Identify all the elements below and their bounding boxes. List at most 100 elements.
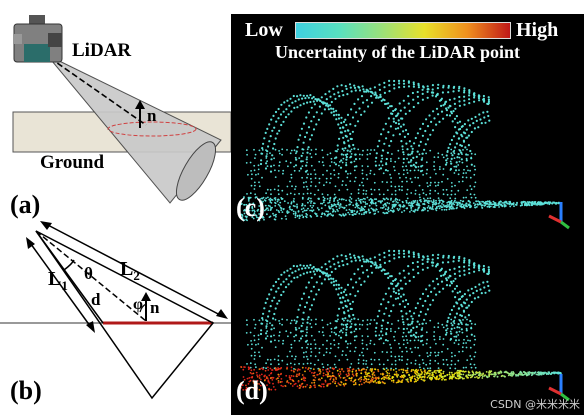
point <box>469 201 471 204</box>
point <box>445 154 448 157</box>
point <box>445 114 449 117</box>
point <box>296 205 298 208</box>
point <box>450 352 453 354</box>
point <box>375 156 378 159</box>
point <box>271 324 274 327</box>
point <box>348 208 351 211</box>
point <box>430 290 433 293</box>
point <box>320 271 324 274</box>
point <box>410 322 413 325</box>
point <box>469 374 472 377</box>
point <box>336 314 339 317</box>
point <box>435 199 437 202</box>
point <box>333 331 336 334</box>
point <box>295 322 297 325</box>
point <box>448 114 452 117</box>
point <box>335 376 337 379</box>
point <box>244 215 247 218</box>
point <box>395 201 398 203</box>
point <box>367 105 370 108</box>
point <box>338 164 340 167</box>
point <box>346 263 349 266</box>
point <box>380 133 383 136</box>
point <box>278 368 281 370</box>
point <box>411 261 414 265</box>
point <box>342 377 345 379</box>
point <box>306 318 309 321</box>
point <box>347 211 350 214</box>
phi-arc <box>139 303 147 313</box>
point <box>344 340 348 343</box>
point <box>402 327 405 331</box>
point <box>397 292 400 295</box>
point <box>487 284 490 288</box>
point <box>415 368 418 371</box>
point <box>292 212 295 215</box>
point <box>441 375 444 378</box>
point <box>296 146 299 149</box>
center-line <box>35 230 147 322</box>
point <box>412 369 415 371</box>
point <box>361 209 364 211</box>
point <box>425 161 428 164</box>
point <box>418 314 421 317</box>
point <box>458 180 460 183</box>
point <box>349 86 352 89</box>
point <box>358 207 361 210</box>
point <box>418 153 421 156</box>
point <box>407 265 410 268</box>
point <box>483 205 486 207</box>
point <box>417 102 420 105</box>
point <box>341 90 344 93</box>
point <box>332 368 335 371</box>
point <box>386 189 389 191</box>
point <box>328 213 330 216</box>
point <box>450 110 453 113</box>
l2-label: L2 <box>120 258 140 283</box>
point <box>357 188 360 191</box>
point <box>477 200 479 203</box>
point <box>278 320 280 322</box>
point <box>261 206 264 209</box>
point <box>383 198 386 201</box>
point <box>388 375 391 377</box>
point <box>373 359 376 361</box>
point <box>437 197 440 200</box>
point <box>374 210 377 212</box>
point <box>454 146 457 149</box>
point <box>320 282 323 285</box>
point <box>437 326 440 329</box>
point <box>381 181 384 183</box>
point <box>363 368 365 371</box>
point <box>277 287 280 290</box>
point <box>274 201 276 204</box>
point <box>475 289 478 292</box>
point <box>349 196 352 199</box>
point <box>320 96 323 99</box>
point <box>417 169 420 172</box>
point <box>531 201 534 203</box>
point <box>385 197 388 200</box>
point <box>443 102 446 106</box>
point <box>277 107 280 111</box>
point <box>326 370 328 373</box>
point <box>358 323 361 326</box>
point <box>421 322 424 325</box>
point <box>397 381 399 384</box>
point <box>274 280 278 284</box>
point <box>408 279 411 282</box>
point <box>402 123 405 126</box>
point <box>434 360 437 362</box>
point <box>386 181 388 184</box>
point <box>437 205 440 208</box>
point <box>485 375 488 378</box>
point <box>463 95 466 98</box>
point <box>407 161 410 164</box>
point <box>300 297 303 300</box>
d-label: d <box>91 290 101 309</box>
point <box>288 274 291 277</box>
point <box>402 201 404 204</box>
point <box>281 153 283 156</box>
point <box>454 197 457 200</box>
point <box>245 386 248 389</box>
